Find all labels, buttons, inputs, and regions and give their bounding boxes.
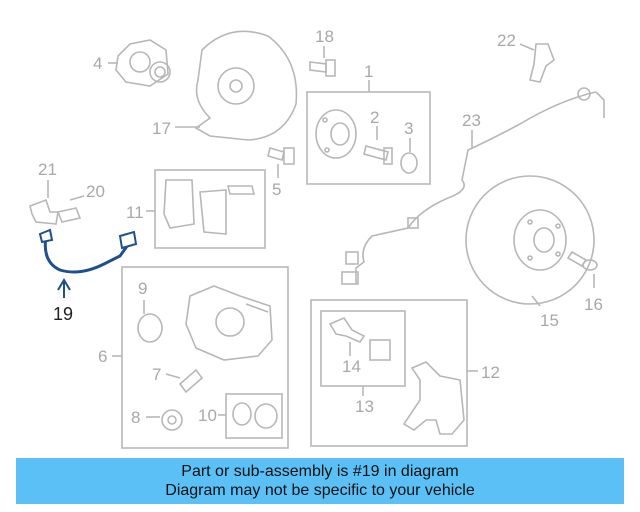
- parts-diagram: 4 17 18 1 2 3 5 22: [29, 27, 605, 449]
- part-12-carrier: [402, 361, 465, 435]
- callout-15: 15: [540, 311, 559, 330]
- callout-16: 16: [584, 295, 603, 314]
- part-6-caliper: [185, 285, 273, 361]
- box-10: [225, 393, 283, 439]
- box-1: [306, 91, 431, 185]
- callout-22: 22: [497, 31, 516, 50]
- callout-1: 1: [364, 62, 373, 81]
- part-23-wire-harness: [341, 87, 605, 285]
- callout-12: 12: [481, 363, 500, 382]
- callout-18: 18: [315, 27, 334, 46]
- callout-7: 7: [152, 365, 161, 384]
- callout-5: 5: [272, 180, 281, 199]
- callout-2: 2: [370, 108, 379, 127]
- part-14-guide-pin: [328, 317, 366, 343]
- callout-4: 4: [93, 54, 102, 73]
- part-20-clip: [56, 195, 85, 223]
- part-10-seal: [232, 402, 252, 426]
- part-2-bolt: [363, 145, 393, 165]
- callout-6: 6: [98, 347, 107, 366]
- callout-10: 10: [198, 406, 217, 425]
- callout-14: 14: [342, 357, 361, 376]
- callout-17: 17: [152, 119, 171, 138]
- callout-20: 20: [86, 182, 105, 201]
- callout-21: 21: [38, 160, 57, 179]
- part-9-cap: [137, 313, 163, 343]
- part-18-bolt: [309, 46, 336, 77]
- part-8-bushing: [161, 409, 183, 431]
- banner-line-1: Part or sub-assembly is #19 in diagram: [181, 463, 459, 480]
- callout-3: 3: [404, 119, 413, 138]
- box-6: [121, 266, 289, 449]
- part-7-bleeder: [178, 368, 204, 394]
- box-11: [154, 169, 266, 249]
- part-16-screw: [566, 250, 598, 288]
- callout-11: 11: [126, 203, 144, 222]
- info-banner: Part or sub-assembly is #19 in diagram D…: [16, 458, 624, 504]
- part-3-ring: [400, 152, 418, 174]
- part-10-piston: [254, 403, 278, 429]
- part-19-brake-hose: [38, 228, 138, 298]
- part-11-brake-pads: [163, 179, 256, 235]
- part-1-hub: [315, 109, 357, 159]
- callout-19: 19: [53, 304, 73, 324]
- box-12: [310, 299, 468, 447]
- part-13-boot: [369, 339, 391, 361]
- callout-9: 9: [138, 279, 147, 298]
- callout-13: 13: [355, 397, 374, 416]
- part-4-hub-housing: [108, 39, 171, 87]
- banner-line-2: Diagram may not be specific to your vehi…: [165, 482, 475, 499]
- part-5-bolt: [267, 147, 295, 178]
- part-17-backing-plate: [175, 30, 298, 141]
- callout-23: 23: [462, 111, 481, 130]
- part-22-sensor: [519, 43, 555, 83]
- part-21-bracket: [29, 180, 59, 225]
- part-15-brake-disc: [465, 175, 595, 307]
- callout-8: 8: [131, 408, 140, 427]
